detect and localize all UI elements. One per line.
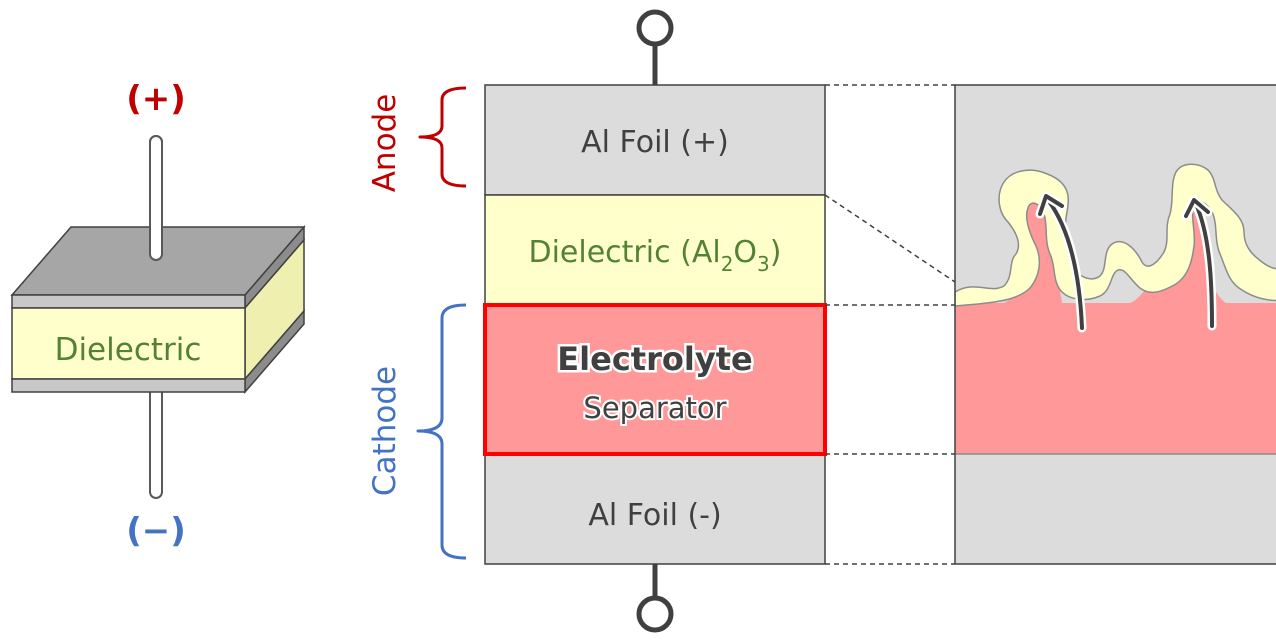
cathode-label: Cathode	[367, 366, 403, 496]
zoom-connectors	[824, 84, 956, 565]
anode-label: Anode	[367, 94, 403, 193]
electrolyte-layer	[483, 303, 827, 456]
negative-lead	[149, 384, 163, 499]
anode-brace	[418, 86, 467, 188]
al-foil-top-label: Al Foil (+)	[581, 125, 729, 160]
electrolyte-border	[483, 303, 827, 456]
dielectric-label: Dielectric	[55, 332, 202, 368]
top-plate-front	[11, 294, 246, 309]
electrolyte-title: Electrolyte	[557, 340, 752, 378]
curved-arrow-up-icon	[1181, 195, 1217, 331]
positive-lead-upper	[149, 135, 163, 261]
al-foil-bottom-label: Al Foil (-)	[588, 498, 721, 533]
al-foil-top-layer	[484, 84, 826, 196]
negative-label: (−)	[126, 511, 186, 551]
capacitor-3d: (+) (−) Dielectric	[10, 79, 306, 551]
curved-arrow-up-icon	[1035, 191, 1087, 333]
top-terminal-icon	[636, 9, 674, 47]
cathode-brace	[416, 303, 467, 560]
bottom-plate-front	[11, 378, 246, 393]
zoom-panel-frame	[954, 84, 1276, 565]
zoom-panel	[954, 84, 1276, 565]
cathode-bracket-group: Cathode	[367, 303, 467, 560]
dielectric-front	[11, 307, 246, 380]
electrolyte-subtitle: Separator	[583, 391, 726, 425]
layer-stack: Al Foil (+) Dielectric (Al2O3) Electroly…	[483, 9, 827, 633]
dielectric-layer	[484, 194, 826, 306]
bottom-terminal-icon	[636, 595, 674, 633]
anode-bracket-group: Anode	[367, 86, 467, 193]
zoom-foil-bottom	[955, 454, 1276, 564]
positive-label: (+)	[126, 79, 186, 119]
dielectric-al2o3-label: Dielectric (Al2O3)	[528, 235, 781, 276]
connector-foil-edge	[824, 194, 956, 283]
